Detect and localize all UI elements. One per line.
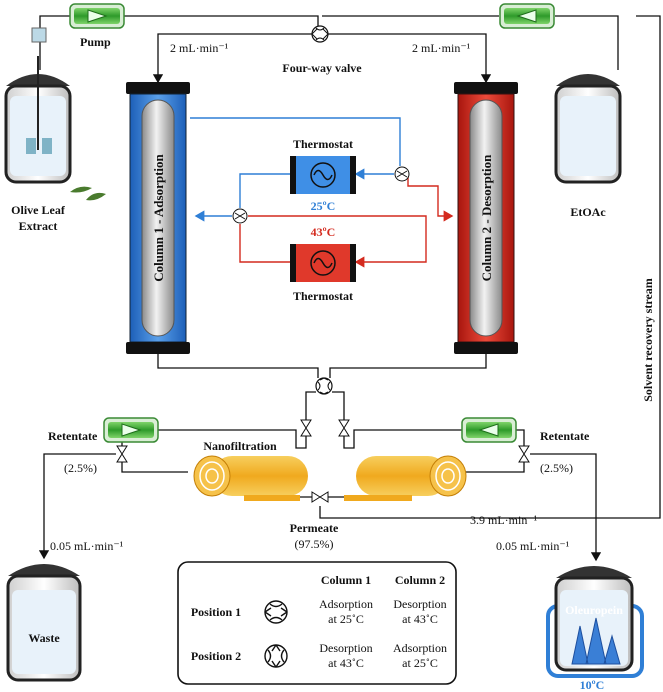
position-1-icon (264, 600, 288, 624)
four-way-valve-bottom[interactable] (315, 377, 333, 395)
label-solvent-recovery: Solvent recovery stream (641, 278, 655, 402)
position-2-icon (264, 644, 288, 668)
label-thermostat-top: Thermostat (293, 137, 353, 151)
pump-nf-right[interactable] (461, 417, 517, 443)
table-row-2-col2-b: at 25˚C (402, 656, 438, 670)
label-flow-waste: 0.05 mL·min⁻¹ (50, 539, 124, 553)
label-retentate-right: Retentate (540, 429, 590, 443)
cold-loop (190, 117, 401, 222)
column-1-adsorption (126, 82, 190, 354)
label-flow-oleuropein: 0.05 mL·min⁻¹ (496, 539, 570, 553)
thermostat-hot (290, 244, 356, 282)
hot-loop (239, 174, 454, 268)
thermostat-cold (290, 156, 356, 194)
label-flow-left: 2 mL·min⁻¹ (170, 41, 229, 55)
membrane-left (193, 455, 308, 501)
label-column-2: Column 2 - Desorption (479, 154, 494, 282)
table-row-1-col1-b: at 25˚C (328, 612, 364, 626)
tank-waste (6, 564, 82, 682)
label-nanofiltration: Nanofiltration (203, 439, 277, 453)
label-retentate-pct-left: (2.5%) (64, 461, 97, 475)
label-flow-permeate: 3.9 mL·min⁻¹ (470, 513, 538, 527)
valve-permeate[interactable] (311, 491, 329, 503)
valve-right-retentate[interactable] (518, 445, 530, 463)
table-row-2-col2-a: Adsorption (393, 641, 447, 655)
table-row-1-label: Position 1 (191, 605, 241, 619)
table-row-2-col1-b: at 43˚C (328, 656, 364, 670)
pump-right[interactable] (499, 3, 555, 29)
label-flow-right: 2 mL·min⁻¹ (412, 41, 471, 55)
thermostat-valve-left[interactable] (232, 208, 248, 224)
table-header-col1: Column 1 (321, 573, 371, 587)
table-row-1-col2-a: Desorption (393, 597, 446, 611)
tank-etoac (554, 74, 622, 184)
table-row-2-label: Position 2 (191, 649, 241, 663)
label-thermostat-bottom: Thermostat (293, 289, 353, 303)
tank-olive-leaf-extract (4, 27, 106, 201)
thermostat-valve-right[interactable] (394, 166, 410, 182)
label-olive-leaf-2: Extract (19, 219, 58, 233)
valve-right-feed[interactable] (338, 419, 350, 437)
membrane-right (344, 455, 467, 501)
pump-nf-left[interactable] (103, 417, 159, 443)
table-row-2-col1-a: Desorption (319, 641, 372, 655)
four-way-valve-top[interactable] (311, 25, 329, 43)
column-2-desorption (454, 82, 518, 354)
valve-left-retentate[interactable] (116, 445, 128, 463)
label-permeate: Permeate (290, 521, 339, 535)
label-temp-hot: 43ºC (311, 225, 336, 239)
tank-oleuropein (546, 566, 644, 678)
position-table-box (177, 561, 457, 685)
label-permeate-pct: (97.5%) (295, 537, 334, 551)
label-four-way-valve: Four-way valve (282, 61, 362, 75)
label-etoac: EtOAc (570, 205, 606, 219)
label-temp-cold: 25ºC (311, 199, 336, 213)
label-oleuropein: Oleuropein (565, 603, 623, 617)
table-row-1-col1-a: Adsorption (319, 597, 373, 611)
table-row-1-col2-b: at 43˚C (402, 612, 438, 626)
table-header-col2: Column 2 (395, 573, 445, 587)
label-waste: Waste (28, 631, 60, 645)
label-retentate-pct-right: (2.5%) (540, 461, 573, 475)
label-pump: Pump (80, 35, 111, 49)
label-retentate-left: Retentate (48, 429, 98, 443)
valve-left-feed[interactable] (300, 419, 312, 437)
pump-left[interactable] (69, 3, 125, 29)
label-olive-leaf-1: Olive Leaf (11, 203, 66, 217)
label-temp-oleuropein: 10ºC (580, 678, 605, 692)
label-column-1: Column 1 - Adsorption (151, 153, 166, 281)
